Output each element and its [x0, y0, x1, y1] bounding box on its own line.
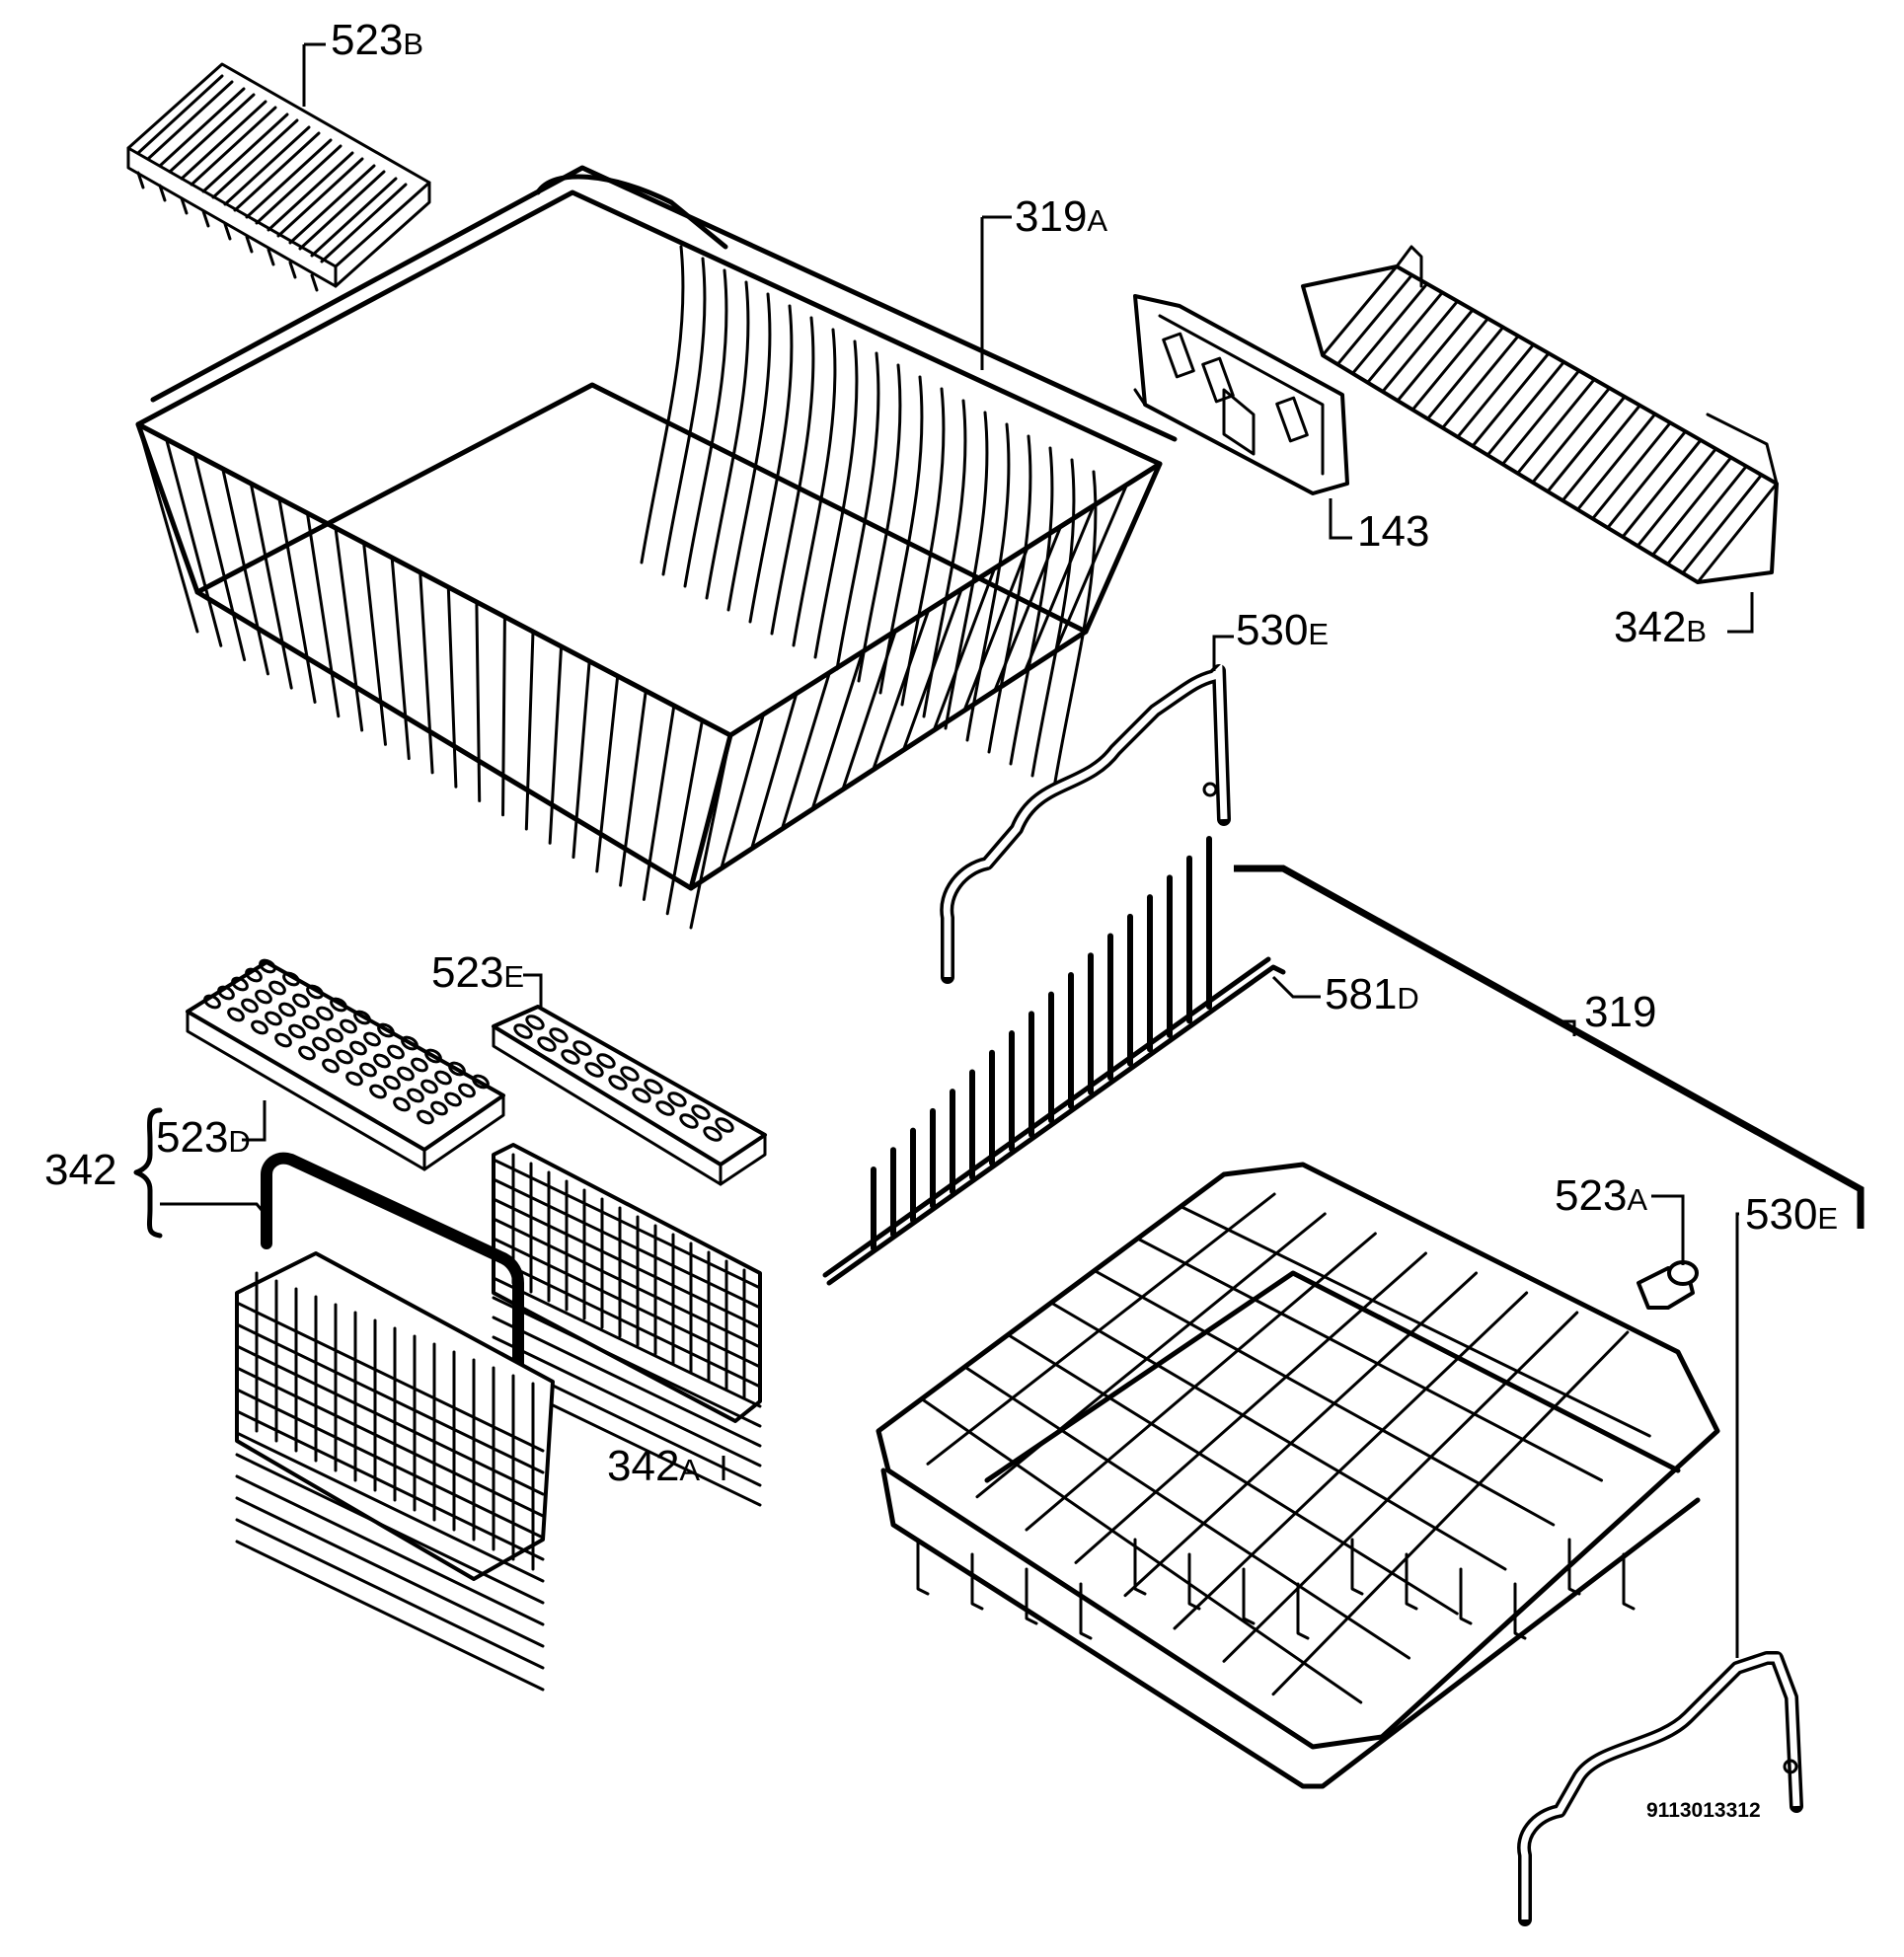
- part-342a-cutlery-basket: [492, 1143, 762, 1507]
- part-530e-upper-rail: [940, 662, 1231, 984]
- label-523e: 523E: [431, 948, 524, 997]
- leader-523e: [523, 973, 543, 1007]
- part-523e-cutlery-lid: [492, 1005, 767, 1186]
- leader-342b: [1727, 592, 1754, 634]
- leader-530e-bottom: [1735, 1212, 1739, 1658]
- part-143-rail-carrier: [1133, 294, 1349, 495]
- part-523d-cutlery-lid: [186, 958, 505, 1171]
- label-143: 143: [1357, 507, 1429, 556]
- brace-342: [133, 1107, 163, 1239]
- part-530e-lower-rail: [1517, 1651, 1803, 1926]
- label-319: 319: [1584, 988, 1656, 1036]
- leader-523d: [242, 1100, 267, 1142]
- part-319-lower-basket: [876, 1162, 1720, 1789]
- leader-581d: [1271, 975, 1321, 999]
- label-523d: 523D: [156, 1113, 251, 1162]
- part-342-cutlery-basket-handle: [235, 1152, 555, 1692]
- label-523a: 523A: [1555, 1171, 1647, 1220]
- label-319a: 319A: [1015, 192, 1107, 241]
- leader-lines: [133, 42, 1865, 1658]
- label-342: 342: [44, 1146, 116, 1194]
- part-523b-comb-insert: [126, 62, 431, 292]
- label-530e-top: 530E: [1236, 606, 1329, 654]
- part-319a-upper-basket: [135, 165, 1178, 930]
- part-342b-side-shelf: [1301, 245, 1779, 584]
- label-530e-bottom: 530E: [1745, 1190, 1838, 1239]
- leader-523a: [1651, 1194, 1685, 1265]
- leader-342-handle: [160, 1202, 268, 1217]
- leader-530e-top: [1212, 635, 1234, 671]
- label-581d: 581D: [1325, 970, 1419, 1018]
- label-342b: 342B: [1614, 603, 1707, 651]
- leader-143: [1329, 498, 1352, 540]
- part-523a-wheel: [1637, 1260, 1699, 1310]
- label-342a: 342A: [607, 1442, 700, 1490]
- drawing-code: 9113013312: [1646, 1799, 1761, 1822]
- leader-319: [1234, 865, 1865, 1229]
- part-581d-tine-row: [822, 836, 1286, 1286]
- label-523b: 523B: [331, 16, 423, 64]
- callout-labels: 523B 319A 143 342B 530E 523E 581D 319 34…: [44, 16, 1838, 1822]
